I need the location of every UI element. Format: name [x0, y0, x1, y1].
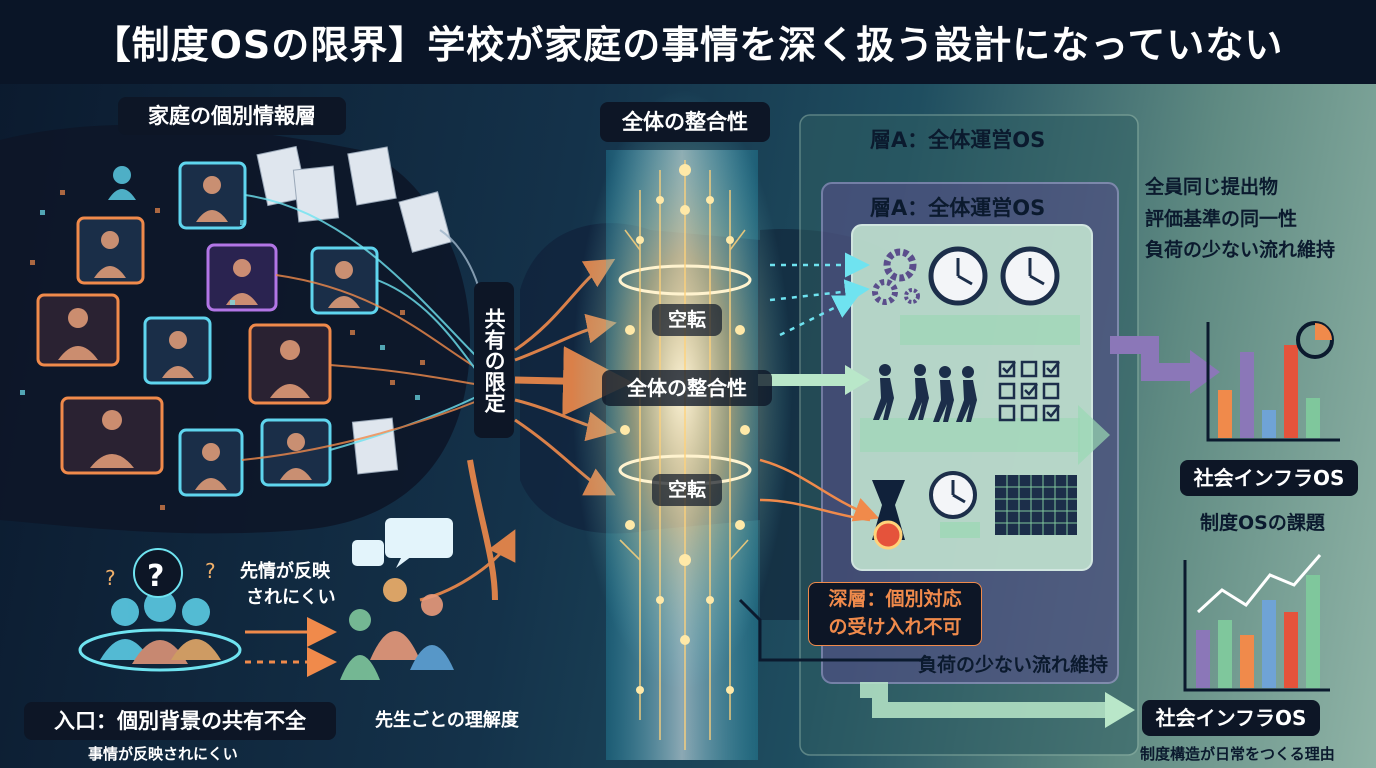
bar-chart-icon: [1206, 322, 1340, 442]
question-icon: ? ? ?: [105, 548, 216, 598]
layer-a-inner-label: 層A：全体運営OS: [870, 196, 1046, 220]
social-infra-label: 社会インフラOS: [1180, 460, 1358, 496]
pie-icon: [1296, 321, 1334, 359]
family-photo-icon: [248, 323, 332, 405]
clock-icon: [929, 471, 977, 519]
entry-people-group: [78, 590, 242, 672]
structure-reason-caption: 制度構造が日常をつくる理由: [1140, 745, 1335, 763]
note-low-load-flow: 負荷の少ない流れ維持: [1145, 239, 1336, 261]
walking-people-icon: [873, 364, 977, 422]
checklist-icon: [998, 360, 1060, 422]
speech-bubble-icon: [352, 518, 453, 568]
entry-label: 入口：個別背景の共有不全: [24, 702, 336, 740]
person-icon: [108, 166, 136, 200]
note-same-criteria: 評価基準の同一性: [1145, 208, 1298, 230]
institution-issue-label: 制度OSの課題: [1200, 512, 1325, 534]
grid-icon: [995, 475, 1077, 535]
deep-line-2: の受け入れ不可: [828, 616, 962, 638]
family-photo-icon: [36, 293, 120, 367]
document-icon: [256, 145, 452, 475]
clock-icon: [928, 246, 988, 306]
spin-label-bottom: 空転: [652, 474, 722, 506]
layer-a-outer-label: 層A：全体運営OS: [870, 128, 1046, 152]
entry-caption: 事情が反映されにくい: [88, 745, 238, 763]
family-photo-icon: [206, 243, 278, 312]
line-chart-icon: [1183, 554, 1330, 692]
social-infra-bottom-label: 社会インフラOS: [1142, 700, 1320, 736]
note-same-submission: 全員同じ提出物: [1145, 176, 1279, 198]
family-layer-label: 家庭の個別情報層: [118, 97, 346, 135]
svg-text:?: ?: [147, 559, 164, 594]
deep-line-1: 深層：個別対応: [828, 588, 962, 610]
center-top-label: 全体の整合性: [600, 102, 770, 142]
reflect-line-1: 先情が反映: [240, 561, 330, 582]
center-middle-label: 全体の整合性: [602, 370, 772, 406]
spin-label-top: 空転: [652, 304, 722, 336]
teacher-understanding-label: 先生ごとの理解度: [375, 710, 519, 731]
teacher-group: [340, 578, 454, 680]
svg-text:?: ?: [105, 566, 116, 590]
family-photo-icon: [60, 396, 164, 475]
reflect-line-2: されにくい: [246, 587, 336, 608]
deep-layer-label: 深層：個別対応 の受け入れ不可: [808, 582, 982, 646]
svg-text:?: ?: [205, 559, 216, 583]
page-title: 【制度OSの限界】学校が家庭の事情を深く扱う設計になっていない: [92, 23, 1284, 67]
family-photo-icon: [143, 316, 212, 385]
family-frames: [36, 161, 379, 497]
family-photo-icon: [178, 428, 244, 497]
flow-bottom-label: 負荷の少ない流れ維持: [918, 654, 1109, 676]
gear-icon: [872, 248, 920, 305]
header-bar: [0, 0, 1376, 84]
bottleneck-icon: [872, 480, 905, 550]
clock-icon: [1000, 246, 1060, 306]
family-photo-icon: [76, 216, 145, 285]
share-limit-label: 共有の限定: [474, 282, 514, 438]
